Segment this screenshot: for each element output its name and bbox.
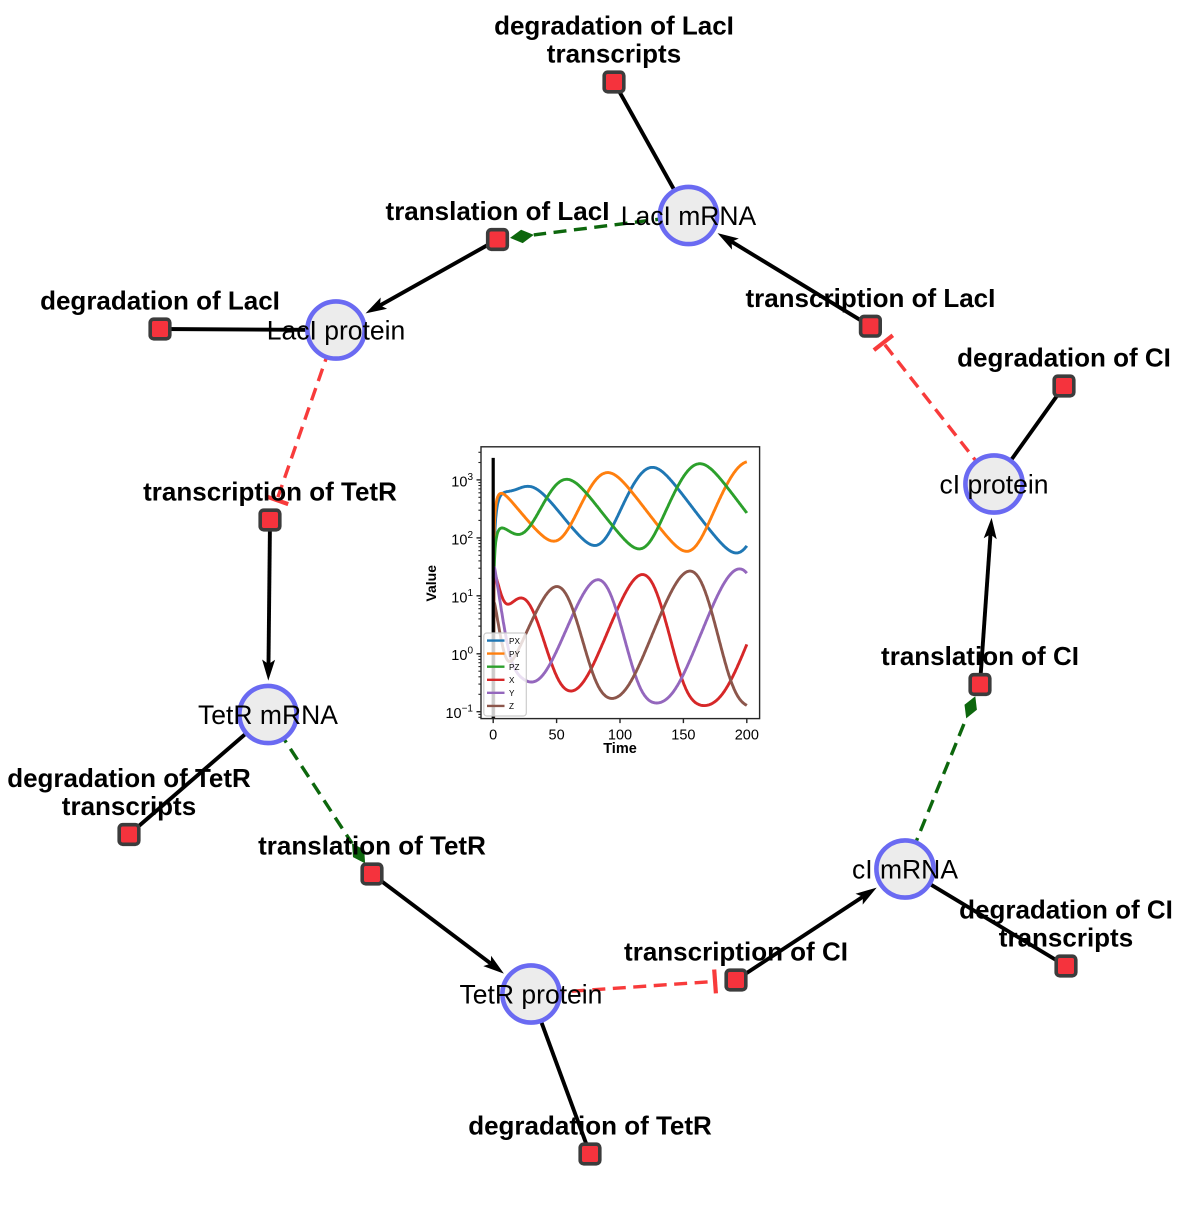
svg-text:50: 50 [549, 728, 565, 744]
svg-text:PZ: PZ [509, 663, 519, 672]
svg-text:Z: Z [509, 702, 514, 711]
svg-text:PX: PX [509, 637, 520, 646]
svg-text:transcripts: transcripts [547, 39, 681, 69]
svg-text:TetR protein: TetR protein [460, 980, 603, 1010]
svg-text:degradation of TetR: degradation of TetR [468, 1111, 712, 1141]
svg-text:degradation of TetR: degradation of TetR [7, 763, 251, 793]
svg-text:degradation of LacI: degradation of LacI [494, 11, 734, 41]
svg-text:transcripts: transcripts [999, 923, 1133, 953]
svg-text:transcription of TetR: transcription of TetR [143, 477, 397, 507]
svg-text:degradation of LacI: degradation of LacI [40, 286, 280, 316]
svg-text:transcription of CI: transcription of CI [624, 937, 848, 967]
svg-text:X: X [509, 676, 515, 685]
svg-text:cI mRNA: cI mRNA [852, 855, 958, 885]
svg-text:transcription of LacI: transcription of LacI [745, 283, 995, 313]
svg-text:transcripts: transcripts [62, 791, 196, 821]
svg-text:TetR mRNA: TetR mRNA [198, 700, 338, 730]
svg-text:200: 200 [735, 728, 759, 744]
svg-text:150: 150 [671, 728, 695, 744]
svg-text:Y: Y [509, 689, 515, 698]
svg-text:translation of LacI: translation of LacI [386, 196, 610, 226]
svg-text:translation of TetR: translation of TetR [258, 831, 486, 861]
svg-text:LacI protein: LacI protein [267, 316, 405, 346]
svg-text:0: 0 [489, 728, 497, 744]
svg-text:degradation of CI: degradation of CI [959, 895, 1173, 925]
svg-text:translation of CI: translation of CI [881, 641, 1079, 671]
svg-text:Value: Value [423, 565, 439, 602]
svg-text:PY: PY [509, 650, 520, 659]
svg-text:LacI mRNA: LacI mRNA [621, 201, 757, 231]
svg-text:100: 100 [608, 728, 632, 744]
svg-text:cI protein: cI protein [939, 470, 1048, 500]
svg-text:degradation of CI: degradation of CI [957, 343, 1171, 373]
svg-text:Time: Time [603, 741, 637, 757]
